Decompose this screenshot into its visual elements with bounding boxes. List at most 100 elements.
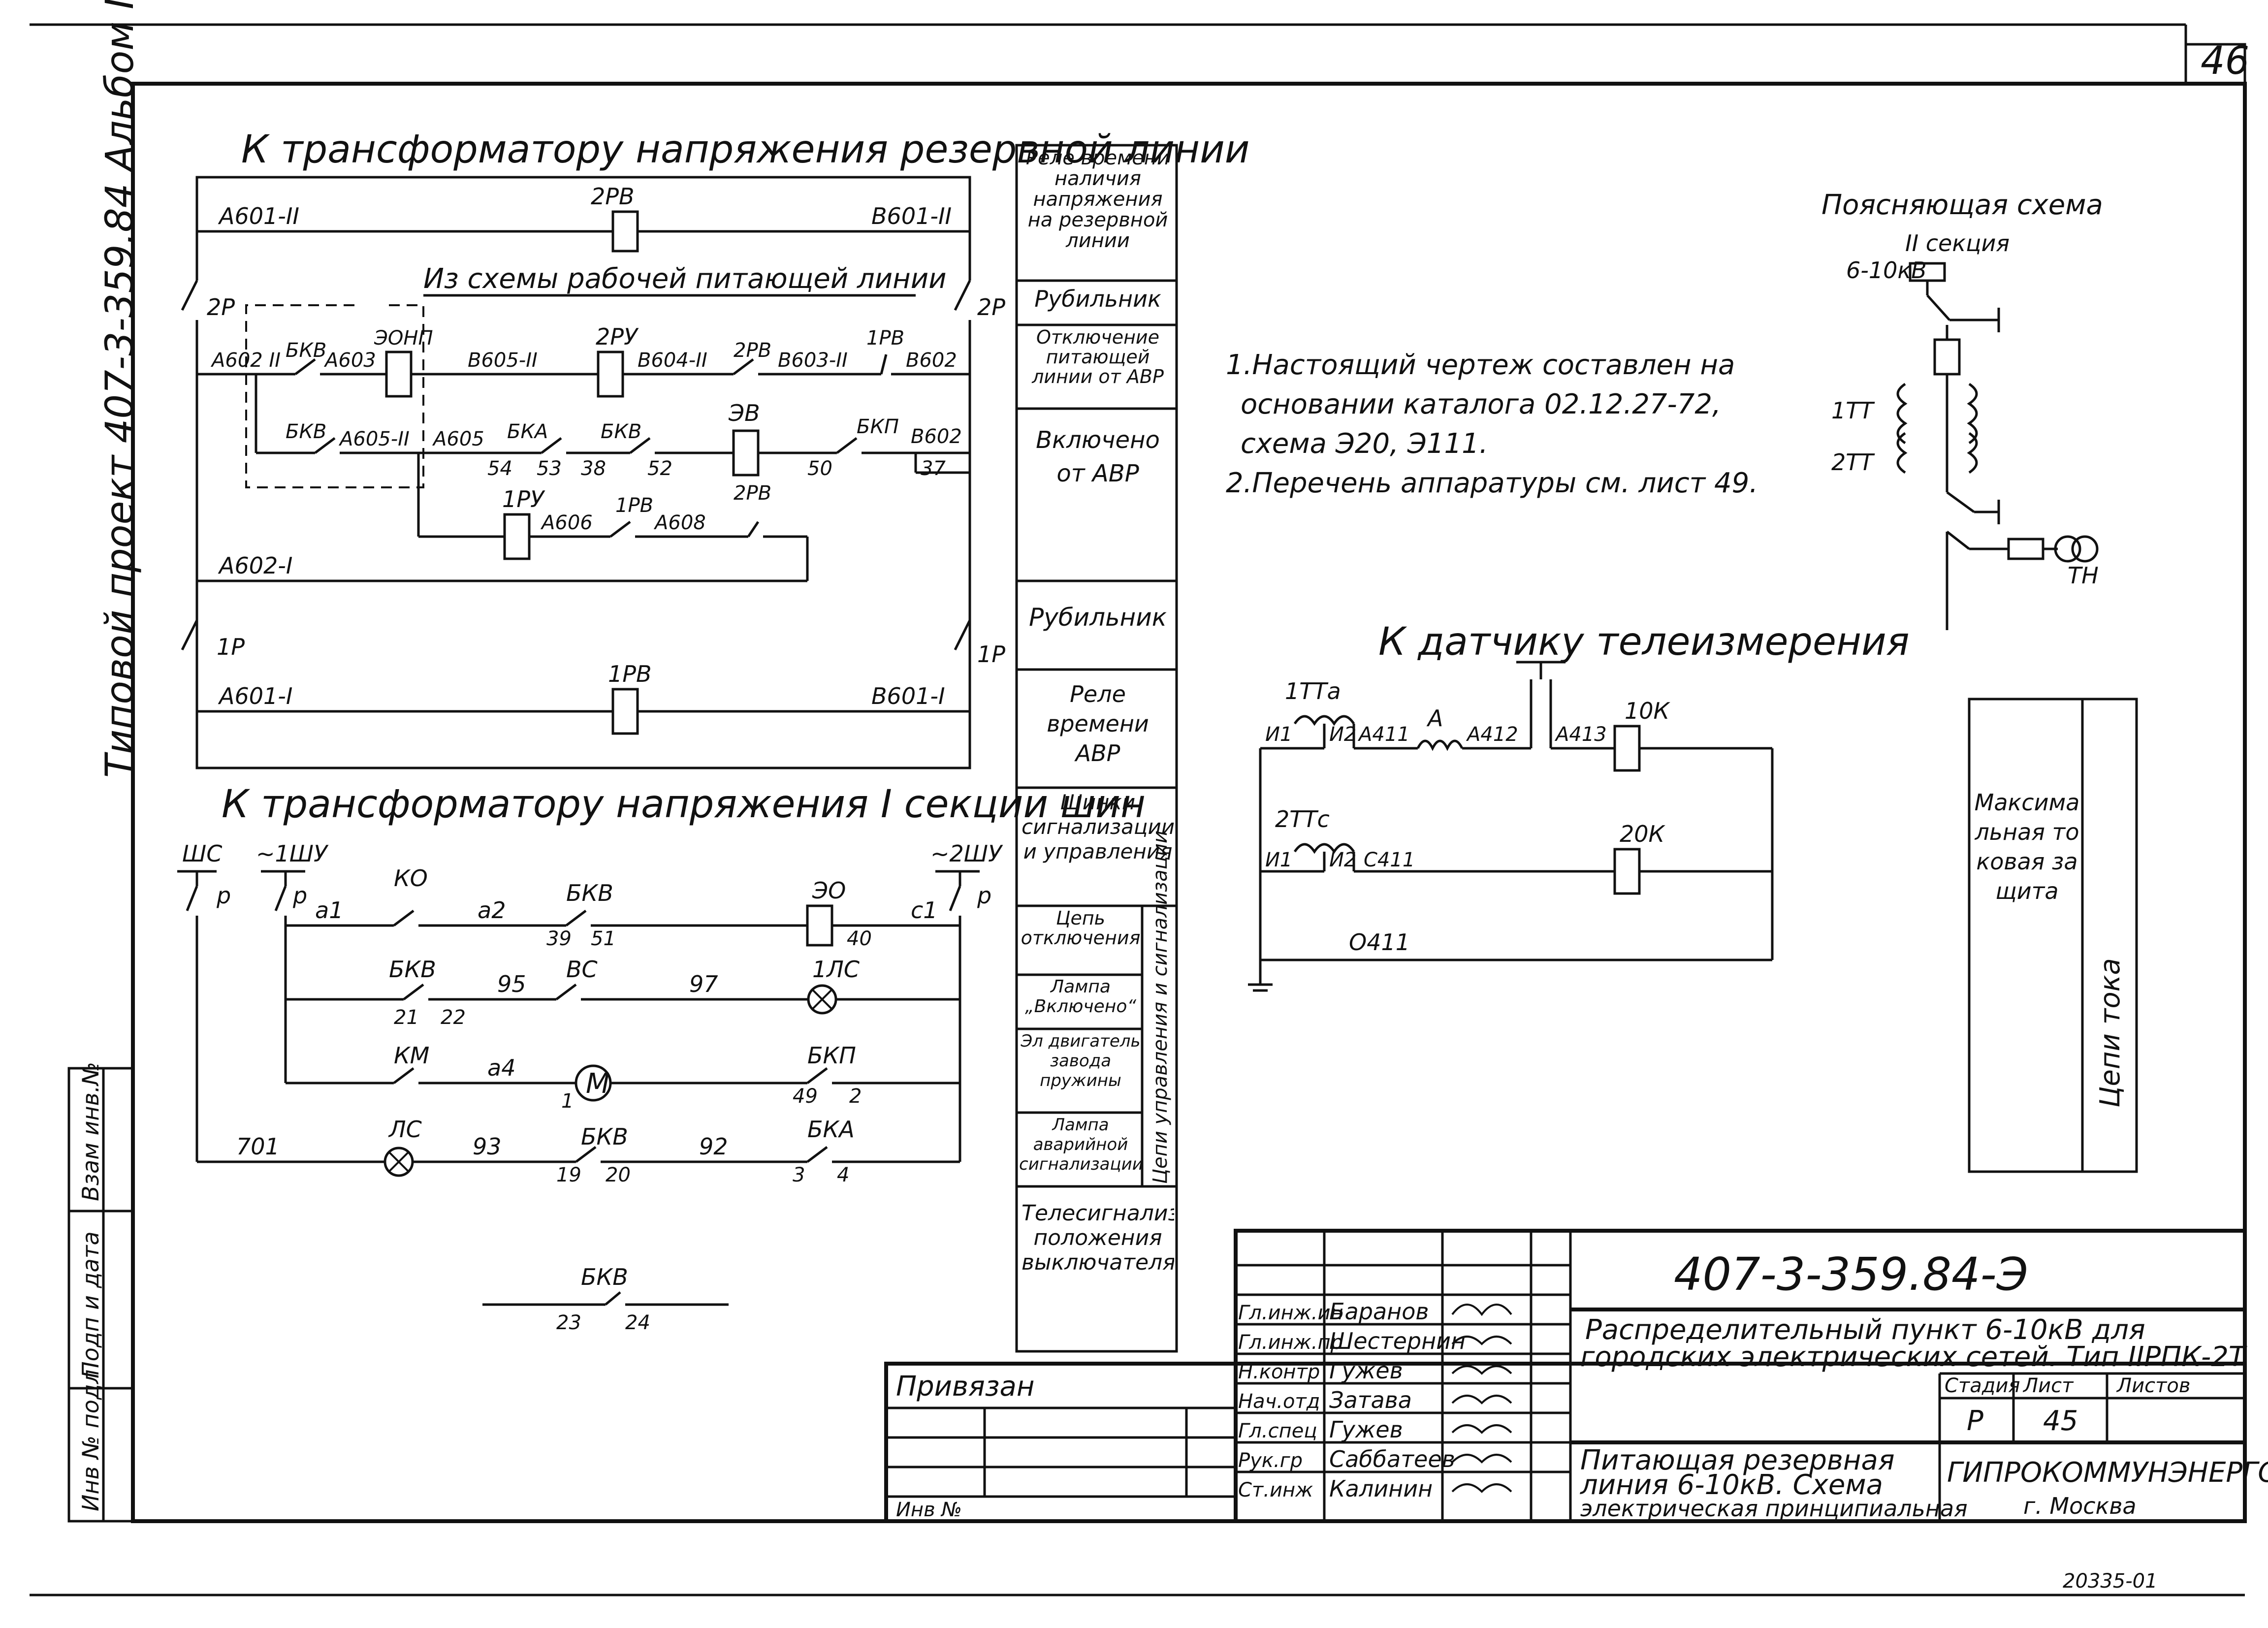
node-4: 4 — [837, 1164, 849, 1186]
label-shs: ШС — [182, 840, 222, 867]
label-2ru: 2РУ — [596, 323, 639, 350]
label-b601-2: В601-II — [871, 203, 952, 229]
label-a412: А412 — [1466, 723, 1518, 746]
node-21: 21 — [394, 1006, 419, 1029]
staff-role: Ст.инж — [1238, 1479, 1313, 1501]
fn-cell-12: Телесигнализация положения выключателя — [1022, 1201, 1174, 1275]
label-c1: с1 — [911, 897, 938, 924]
label-bkv-b: БКВ — [389, 956, 436, 983]
staff-role: Гл.инж.пр — [1238, 1331, 1343, 1354]
project-title-1: Распределительный пункт 6-10кВ для — [1585, 1314, 2145, 1346]
label-10k: 10К — [1625, 698, 1671, 724]
staff-name: Затава — [1329, 1387, 1412, 1413]
fn-cell-8: Цепь отключения — [1021, 908, 1141, 948]
node-3: 3 — [793, 1164, 805, 1186]
expl-voltage: 6-10кВ — [1846, 257, 1927, 284]
label-bkv-2: БКВ — [286, 420, 326, 443]
label-2rv: 2РВ — [591, 183, 635, 210]
expl-title: Поясняющая схема — [1821, 189, 2103, 221]
album-title: Типовой проект 407-3-359.84 Альбом I — [98, 0, 142, 778]
node-37: 37 — [921, 457, 946, 480]
label-a608: А608 — [653, 511, 706, 534]
fn-cell-6: Реле времени АВР — [1047, 681, 1149, 766]
node-1: 1 — [561, 1090, 574, 1113]
inv-label: Инв № — [896, 1499, 962, 1521]
label-2p-left: 2Р — [207, 294, 235, 320]
label-b602: В602 — [906, 349, 957, 372]
node-40: 40 — [847, 927, 872, 950]
org-city: г. Москва — [2023, 1493, 2137, 1519]
label-b602-b: В602 — [911, 425, 962, 448]
label-a602-2: А602 II — [210, 349, 281, 372]
node-49: 49 — [793, 1085, 818, 1108]
fn-cell-1: Реле времени наличия напряжения на резер… — [1026, 148, 1170, 251]
staff-role: Нач.отд — [1238, 1390, 1320, 1413]
sheet-title-2: линия 6-10кВ. Схема — [1580, 1469, 1883, 1501]
doc-code: 407-3-359.84-Э — [1674, 1248, 2028, 1301]
label-2p-right: 2Р — [977, 294, 1005, 320]
label-ev: ЭВ — [728, 400, 760, 426]
sheet-title-1: Питающая резервная — [1580, 1444, 1895, 1476]
label-a605-2: А605-II — [338, 428, 410, 450]
note-line-2: основании каталога 02.12.27-72, — [1241, 388, 1721, 420]
label-u1c: И1 — [1265, 849, 1292, 871]
node-92: 92 — [699, 1133, 728, 1160]
staff-name: Гужев — [1329, 1416, 1403, 1443]
motor-symbol: М — [586, 1068, 609, 1100]
signatures — [1451, 1304, 1512, 1493]
bottom-section-title: К трансформатору напряжения I секции шин — [222, 782, 1146, 827]
label-20k: 20К — [1620, 821, 1666, 847]
expl-section: II секция — [1905, 230, 2010, 256]
fn-cell-4: Включено от АВР — [1036, 426, 1160, 487]
corner-mark: 20335-01 — [2063, 1570, 2158, 1593]
notes: 1.Настоящий чертеж составлен на основани… — [1226, 349, 1758, 499]
staff-name: Шестернин — [1329, 1328, 1466, 1354]
label-a2: а2 — [478, 897, 506, 924]
sheet-header: Лист — [2022, 1374, 2074, 1397]
label-b605-2: В605-II — [468, 349, 538, 372]
side-stamp: Взам инв.№ Подп и дата Инв № подл — [67, 1062, 134, 1523]
label-1rv: 1РВ — [608, 661, 652, 687]
node-23: 23 — [556, 1311, 581, 1334]
ats-circuit: К трансформатору напряжения резервной ли… — [181, 128, 1249, 827]
label-ko: КО — [394, 865, 428, 892]
note-line-1: 1.Настоящий чертеж составлен на — [1226, 349, 1735, 381]
staff-role: Рук.гр — [1238, 1449, 1303, 1472]
node-97: 97 — [689, 971, 718, 997]
label-2rv-contact-2: 2РВ — [734, 482, 771, 505]
label-km: КМ — [394, 1042, 429, 1069]
stage-header: Стадия — [1945, 1374, 2020, 1397]
label-ls: ЛС — [388, 1116, 422, 1143]
label-bkv-d: БКВ — [581, 1123, 628, 1150]
fn-cell-2: Рубильник — [1034, 286, 1161, 312]
staff-name: Гужев — [1329, 1357, 1403, 1384]
note-line-4: 2.Перечень аппаратуры см. лист 49. — [1226, 467, 1758, 499]
label-bka-d: БКА — [807, 1116, 855, 1143]
staff-name: Саббатеев — [1329, 1446, 1455, 1472]
top-section-title: К трансформатору напряжения резервной ли… — [241, 128, 1249, 172]
telemetry-title: К датчику телеизмерения — [1378, 620, 1910, 664]
source-note: Из схемы рабочей питающей линии — [423, 263, 947, 295]
node-52: 52 — [647, 457, 672, 480]
label-b601-1: В601-I — [871, 683, 945, 709]
label-o411: О411 — [1349, 929, 1410, 956]
label-2shu: ~2ШУ — [930, 840, 1003, 867]
label-eonp: ЭОНП — [374, 327, 433, 350]
label-b603-2: В603-II — [778, 349, 848, 372]
label-a602-1: А602-I — [218, 552, 292, 579]
label-a4: а4 — [487, 1054, 515, 1081]
label-bkv-3: БКВ — [601, 420, 641, 443]
label-1ru: 1РУ — [502, 486, 545, 512]
current-box-vertical: Цепи тока — [2094, 958, 2126, 1108]
label-bkp: БКП — [857, 415, 899, 438]
node-95: 95 — [497, 971, 526, 997]
node-50: 50 — [807, 457, 832, 480]
staff-role: Гл.спец — [1238, 1420, 1317, 1442]
org-name: ГИПРОКОММУНЭНЕРГО — [1947, 1457, 2268, 1489]
staff-role: Н.контр — [1238, 1361, 1320, 1383]
label-1shu: ~1ШУ — [256, 840, 329, 867]
stamp-row-3: Инв № подл — [77, 1370, 104, 1511]
fn-cell-10: Эл двигатель завода пружины — [1021, 1031, 1140, 1090]
label-1ls: 1ЛС — [812, 956, 860, 983]
